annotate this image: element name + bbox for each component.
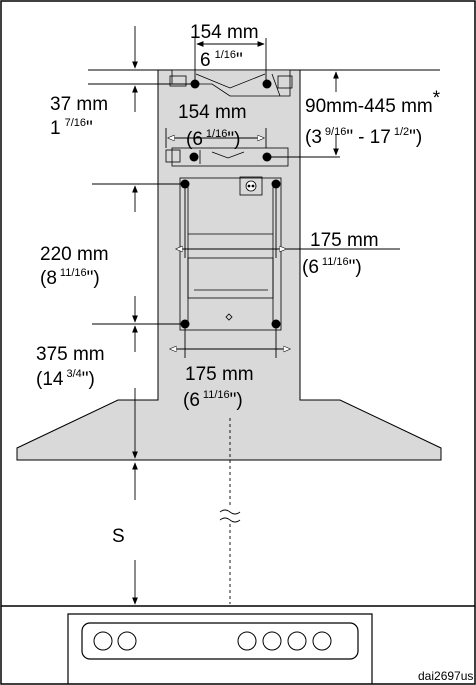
burner-2	[117, 631, 137, 651]
middle-spacing-mm: 154 mm	[178, 102, 247, 123]
hood-outline	[16, 69, 442, 461]
width-175mm-upper-dimension	[176, 188, 400, 258]
frame-screw-bottom-right	[271, 319, 281, 329]
wall-bracket-frame	[179, 177, 282, 331]
image-code: dai2697us	[418, 669, 473, 683]
power-outlet	[239, 176, 263, 196]
burner-3	[237, 631, 257, 651]
burner-6	[312, 631, 332, 651]
gap-s-label: S	[112, 526, 125, 547]
frame-screw-top-right	[271, 179, 281, 189]
vertical-37mm-mm: 37 mm	[50, 94, 108, 115]
range-mm: 90mm-445 mm*	[305, 88, 441, 117]
top-screw-left	[190, 79, 200, 89]
top-screw-right	[262, 79, 272, 89]
width-175mm-lower-mm: 175 mm	[185, 364, 254, 385]
middle-mounting-bracket	[165, 147, 289, 167]
cooktop	[67, 613, 373, 684]
top-mounting-bracket	[169, 69, 293, 97]
frame-screw-bottom-left	[180, 319, 190, 329]
top-spacing-mm: 154 mm	[190, 22, 259, 43]
height-375mm-mm: 375 mm	[36, 344, 105, 365]
burner-1	[93, 631, 113, 651]
width-175mm-lower-dimension	[170, 328, 290, 358]
frame-screw-top-left	[180, 179, 190, 189]
top-spacing-dimension	[194, 38, 267, 82]
center-line	[219, 418, 241, 604]
middle-spacing-dimension	[165, 128, 267, 148]
height-220mm-mm: 220 mm	[40, 244, 109, 265]
burner-5	[287, 631, 307, 651]
height-220mm-dimension	[92, 183, 183, 325]
middle-screw-left	[189, 152, 199, 162]
vertical-37mm-dimension	[88, 26, 193, 112]
burner-4	[262, 631, 282, 651]
width-175mm-upper-mm: 175 mm	[310, 230, 379, 251]
